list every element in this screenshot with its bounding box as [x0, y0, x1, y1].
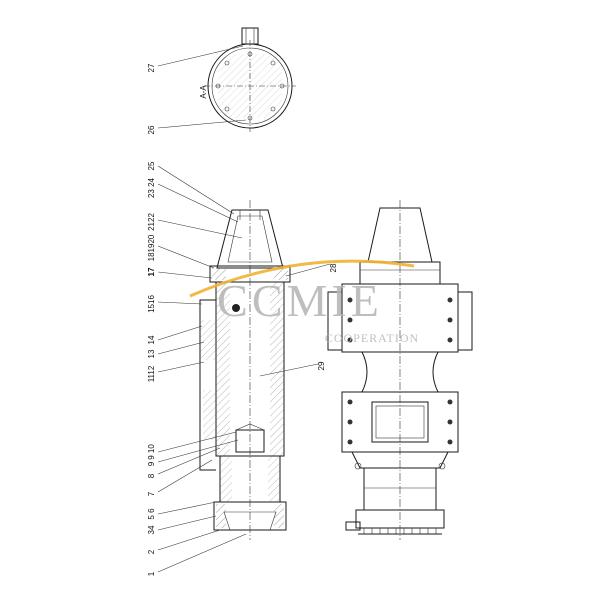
watermark-brand: CCMIE: [217, 275, 383, 326]
part-number-label: 1516: [147, 295, 156, 313]
part-number-label: 2: [147, 549, 156, 554]
part-number-label: 34: [147, 525, 156, 534]
watermark-subtitle: COOPERATION: [325, 331, 419, 345]
leader-lines-right: [259, 263, 331, 377]
part-number-label: 1: [147, 571, 156, 576]
part-number-label: 1112: [147, 365, 156, 382]
part-number-27: 27: [147, 63, 156, 72]
part-number-label: 25: [147, 161, 156, 170]
leader-lines-left: [157, 165, 247, 573]
part-number-26: 26: [147, 125, 156, 134]
part-number-label: 2122: [147, 213, 156, 231]
ccmie-watermark: CCMIE COOPERATION: [189, 259, 419, 345]
part-number-label: 14: [147, 335, 156, 344]
section-view-a-a: [157, 27, 296, 132]
part-number-label: 23 24: [147, 177, 156, 198]
part-number-label: 13: [147, 349, 156, 358]
part-number-label: 5 6: [147, 508, 156, 520]
watermark-swoosh: [189, 259, 415, 298]
section-label: A-A: [199, 85, 208, 99]
exterior-view: [327, 200, 473, 540]
part-number-29: 29: [317, 361, 326, 370]
part-number-label: 8: [147, 473, 156, 478]
part-number-label: 9 10: [147, 444, 156, 460]
part-number-label: 7: [147, 491, 156, 496]
part-number-label: 181920: [147, 234, 156, 261]
part-number-label: 17: [147, 267, 156, 276]
part-labels-left: 25 23 24 2122 181920 17 1516 14 13 1112 …: [147, 161, 156, 576]
part-number-label: 9: [147, 461, 156, 466]
cross-section-assembly: [199, 200, 291, 540]
part-number-28: 28: [329, 263, 338, 272]
